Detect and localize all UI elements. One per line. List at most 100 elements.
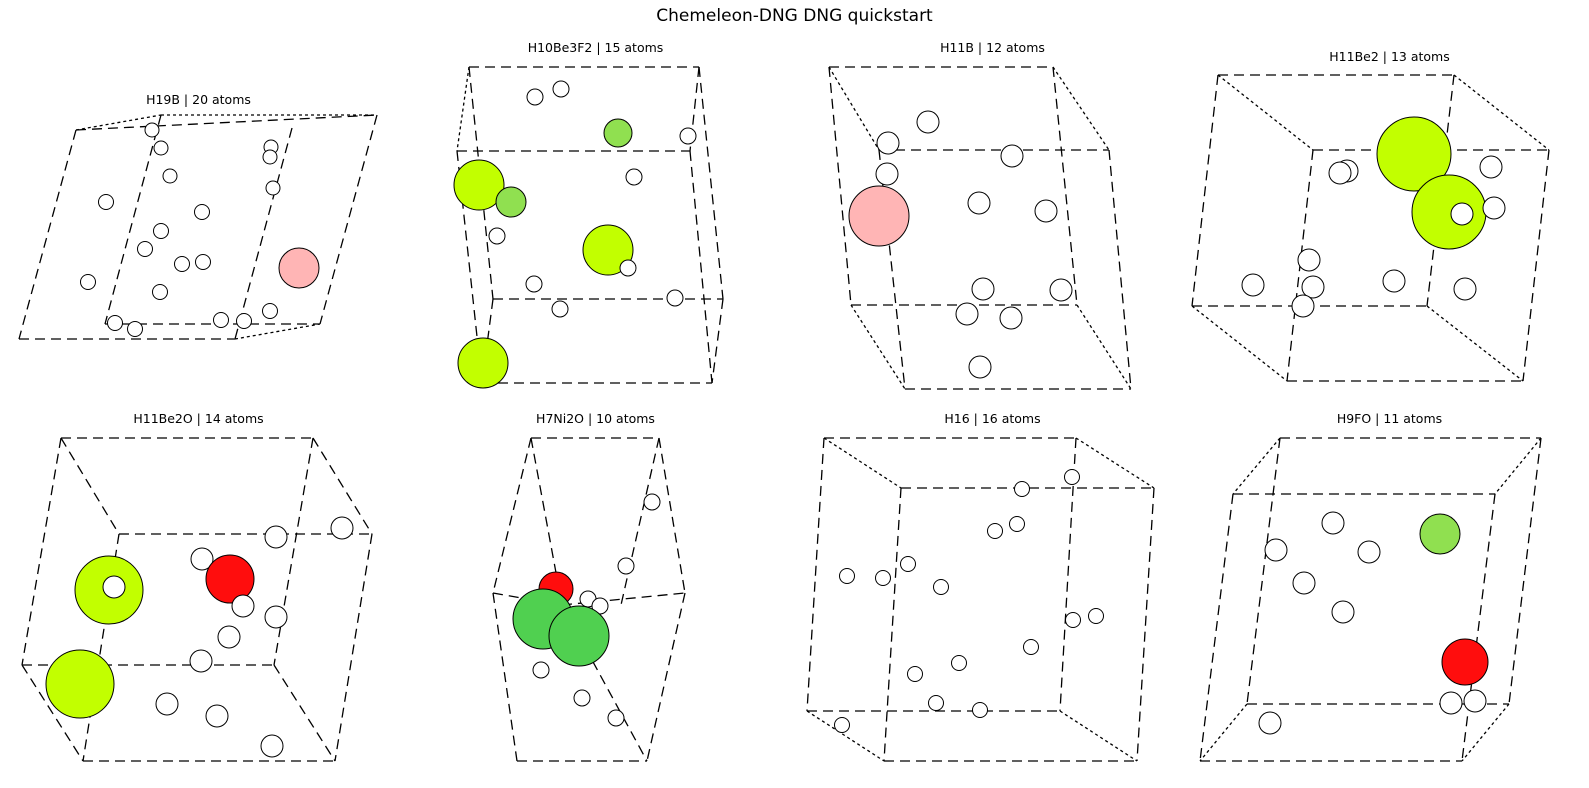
atom-h xyxy=(195,254,211,270)
atom-h xyxy=(1450,202,1474,226)
atom-h xyxy=(900,556,916,572)
unit-cell-edge xyxy=(492,437,532,594)
atom-h xyxy=(1382,269,1406,293)
atom-h xyxy=(679,127,697,145)
atom-h xyxy=(617,557,635,575)
atom-h xyxy=(1439,691,1463,715)
atom-h xyxy=(1264,538,1288,562)
atom-h xyxy=(213,312,229,328)
unit-cell-edge xyxy=(806,437,825,712)
structure-panel-h10be3f2: H10Be3F2 | 15 atoms xyxy=(397,0,794,394)
structure-panel-h11be2: H11Be2 | 13 atoms xyxy=(1191,0,1588,394)
atom-h xyxy=(1479,155,1503,179)
unit-cell-edge xyxy=(646,592,686,762)
atom-h xyxy=(933,579,949,595)
unit-cell-edge xyxy=(1052,66,1110,151)
panel-title: H11B | 12 atoms xyxy=(940,40,1045,55)
atom-h xyxy=(1463,689,1487,713)
atom-h xyxy=(260,734,284,758)
unit-cell-edge xyxy=(658,437,686,594)
atom-h xyxy=(551,300,569,318)
atom-be xyxy=(582,224,634,276)
crystal-structure-diagram xyxy=(1199,437,1542,762)
atom-h xyxy=(488,227,506,245)
atom-h xyxy=(330,516,354,540)
atom-h xyxy=(194,204,210,220)
atom-h xyxy=(971,277,995,301)
atom-h xyxy=(619,259,637,277)
atom-h xyxy=(1014,481,1030,497)
atom-h xyxy=(1009,516,1025,532)
atom-be xyxy=(453,159,505,211)
atom-h xyxy=(1034,199,1058,223)
atom-b xyxy=(278,247,320,289)
panel-title: H10Be3F2 | 15 atoms xyxy=(527,40,664,55)
crystal-structure-diagram xyxy=(1191,74,1550,382)
structure-panel-h11b: H11B | 12 atoms xyxy=(794,0,1191,394)
atom-h xyxy=(153,140,169,156)
panel-title: H11Be2 | 13 atoms xyxy=(1329,49,1450,64)
crystal-structure-diagram xyxy=(828,66,1132,390)
atom-f xyxy=(495,186,527,218)
unit-cell-edge xyxy=(689,150,713,384)
atom-h xyxy=(666,289,684,307)
atom-h xyxy=(1357,540,1381,564)
atom-h xyxy=(967,191,991,215)
atom-h xyxy=(264,605,288,629)
unit-cell-edge xyxy=(828,66,852,306)
atom-h xyxy=(1321,511,1345,535)
atom-o xyxy=(1441,638,1489,686)
atom-h xyxy=(102,575,126,599)
unit-cell-edge xyxy=(456,66,470,152)
atom-h xyxy=(217,625,241,649)
atom-h xyxy=(875,162,899,186)
atom-h xyxy=(137,241,153,257)
atom-f xyxy=(1419,513,1461,555)
atom-h xyxy=(1331,600,1355,624)
unit-cell-edge xyxy=(620,437,660,606)
unit-cell-edge xyxy=(1246,437,1281,705)
unit-cell-edge xyxy=(1494,437,1542,495)
atom-h xyxy=(525,275,543,293)
atom-h xyxy=(1241,273,1265,297)
atom-h xyxy=(834,717,850,733)
unit-cell-edge xyxy=(1136,487,1155,762)
unit-cell-edge xyxy=(234,323,321,340)
atom-h xyxy=(1064,469,1080,485)
atom-h xyxy=(189,649,213,673)
atom-h xyxy=(987,523,1003,539)
atom-h xyxy=(153,223,169,239)
atom-h xyxy=(607,709,625,727)
atom-h xyxy=(839,568,855,584)
unit-cell-edge xyxy=(21,437,62,666)
atom-h xyxy=(236,313,252,329)
unit-cell-edge xyxy=(104,114,162,325)
unit-cell-edge xyxy=(1191,305,1288,382)
unit-cell-edge xyxy=(883,487,902,762)
unit-cell-edge xyxy=(21,664,84,762)
unit-cell-edge xyxy=(1453,74,1550,151)
atom-h xyxy=(162,168,178,184)
unit-cell-edge xyxy=(1059,710,1138,762)
unit-cell-edge xyxy=(1108,149,1132,390)
unit-cell-edge xyxy=(312,437,373,535)
atom-h xyxy=(1000,144,1024,168)
unit-cell-edge xyxy=(1508,437,1542,705)
unit-cell-edge xyxy=(273,437,314,666)
atom-h xyxy=(643,493,661,511)
atom-h xyxy=(951,655,967,671)
atom-h xyxy=(205,704,229,728)
unit-cell-edge xyxy=(1232,437,1281,495)
atom-h xyxy=(231,594,255,618)
structure-panel-h19b: H19B | 20 atoms xyxy=(0,0,397,394)
atom-h xyxy=(144,122,160,138)
atom-h xyxy=(1049,278,1073,302)
unit-cell-edge xyxy=(18,129,77,340)
atom-h xyxy=(532,661,550,679)
unit-cell-edge xyxy=(75,114,162,131)
panel-title: H9FO | 11 atoms xyxy=(1336,411,1443,426)
structure-panel-h16: H16 | 16 atoms xyxy=(794,394,1191,788)
atom-h xyxy=(552,80,570,98)
atom-h xyxy=(955,302,979,326)
atom-h xyxy=(107,315,123,331)
